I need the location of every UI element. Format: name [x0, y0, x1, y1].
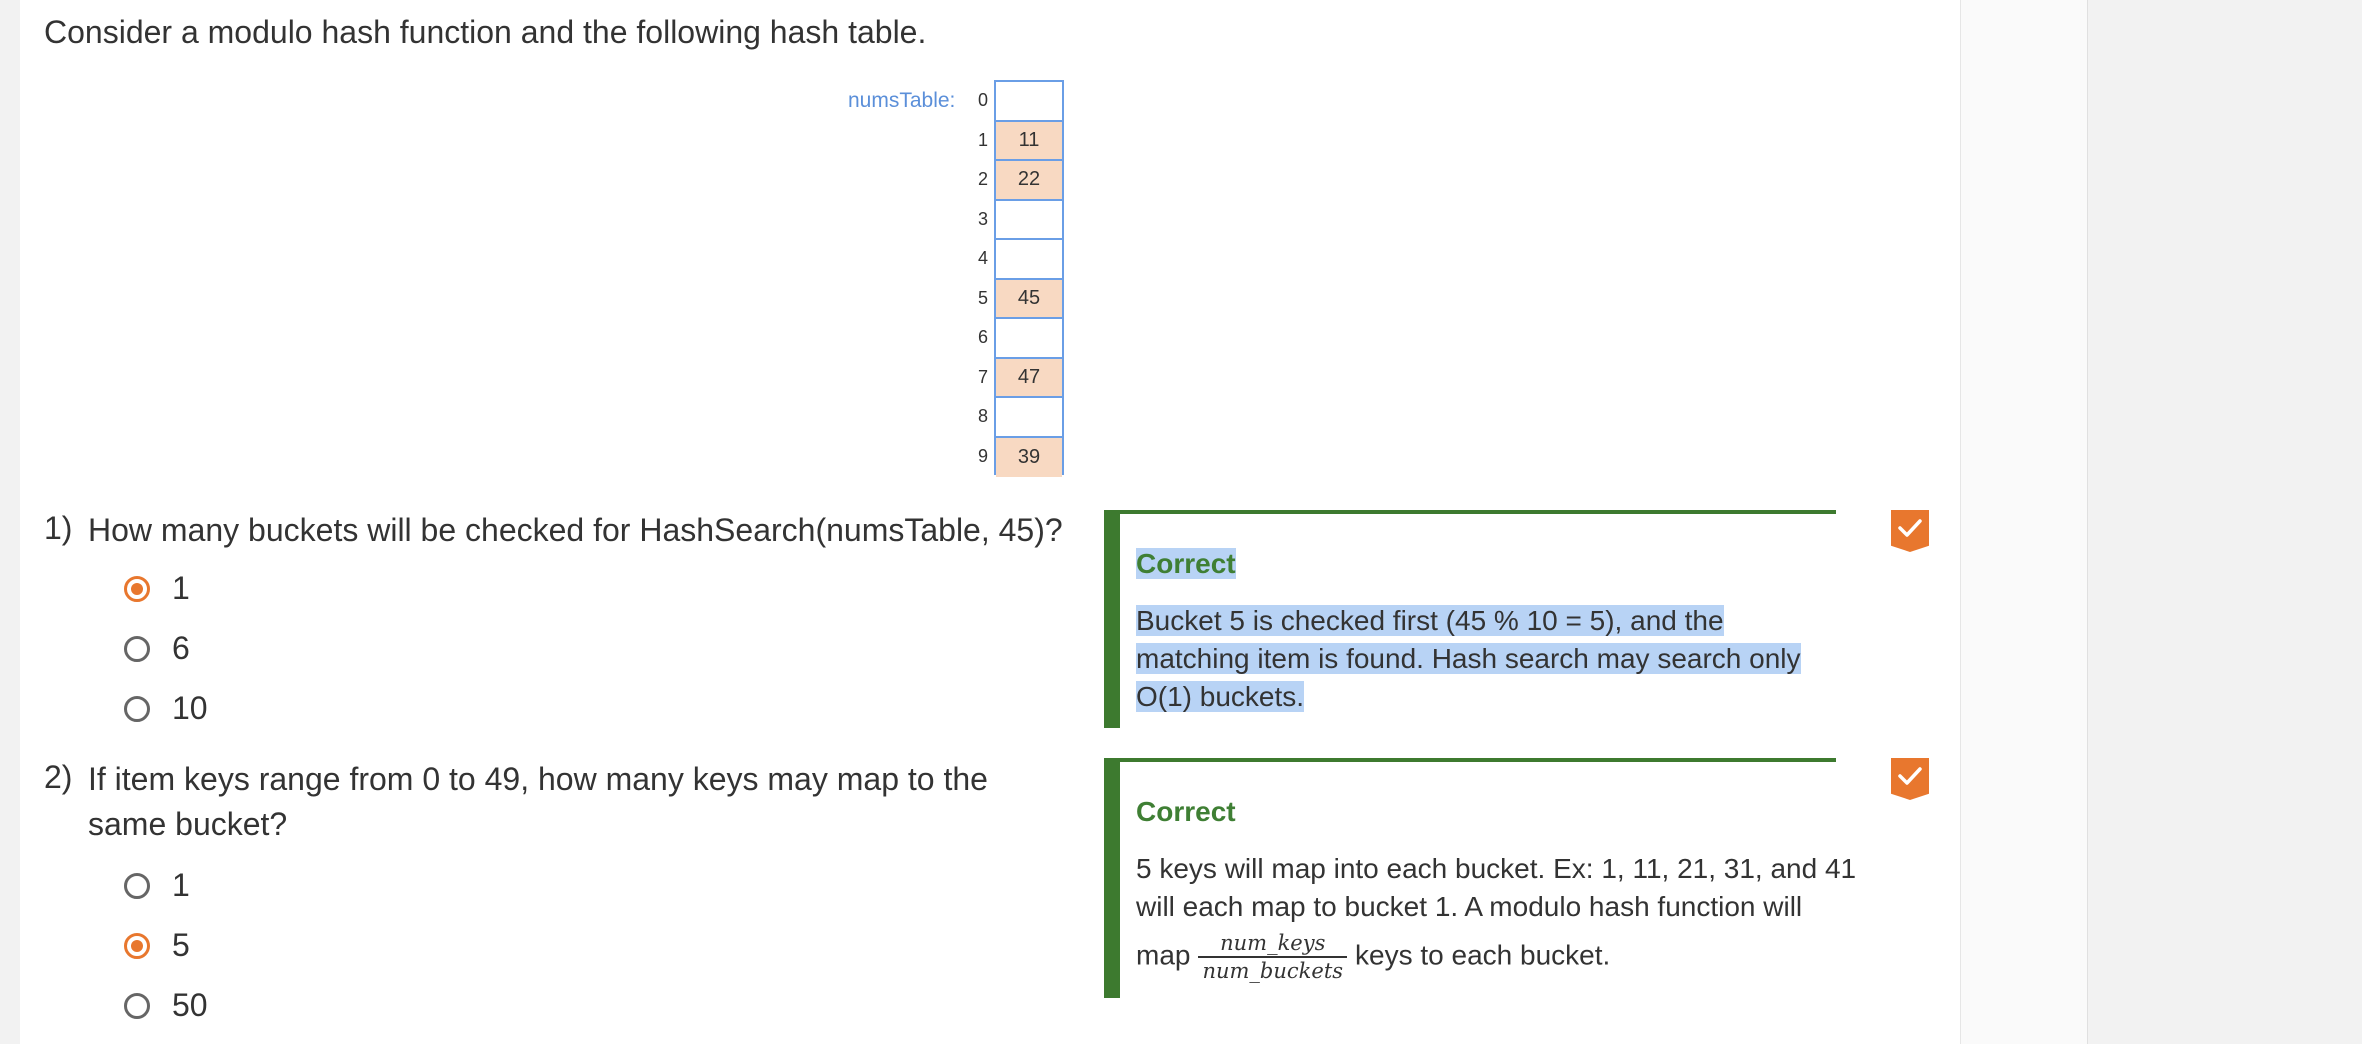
- q2-option-50[interactable]: 50: [124, 987, 208, 1024]
- q2-feedback: Correct 5 keys will map into each bucket…: [1104, 758, 1857, 998]
- option-label: 1: [172, 867, 190, 903]
- bucket-cell: [996, 240, 1062, 280]
- left-gutter: [0, 0, 20, 1044]
- radio-selected-icon[interactable]: [124, 932, 150, 959]
- bucket-index: 1: [977, 130, 988, 150]
- check-icon: [1898, 519, 1922, 537]
- feedback-status: Correct: [1136, 796, 1236, 827]
- feedback-line-1: 5 keys will map into each bucket. Ex: 1,…: [1136, 853, 1857, 884]
- bucket-cell: [996, 201, 1062, 240]
- option-label: 5: [172, 927, 190, 963]
- option-label: 6: [172, 630, 190, 666]
- bucket-index: 9: [977, 446, 988, 466]
- radio-icon[interactable]: [124, 635, 150, 662]
- bucket-index: 0: [977, 90, 988, 110]
- bucket-cell: 22: [996, 161, 1062, 201]
- feedback-map-word: map: [1136, 939, 1191, 971]
- radio-selected-icon[interactable]: [124, 575, 150, 602]
- right-side-panel: [2087, 0, 2362, 1044]
- radio-icon[interactable]: [124, 872, 150, 899]
- bucket-index: 3: [977, 209, 988, 229]
- question-1-number: 1): [44, 510, 73, 546]
- bucket-cell: 11: [996, 121, 1062, 161]
- feedback-status: Correct: [1136, 548, 1236, 579]
- bucket-cell: 45: [996, 279, 1062, 319]
- feedback-line-2: will each map to bucket 1. A modulo hash…: [1136, 891, 1803, 922]
- q1-option-10[interactable]: 10: [124, 690, 208, 727]
- bucket-cell: [996, 82, 1062, 122]
- check-icon: [1898, 767, 1922, 785]
- radio-icon[interactable]: [124, 695, 150, 722]
- feedback-text: Bucket 5 is checked first (45 % 10 = 5),…: [1136, 605, 1801, 712]
- hash-table-name: numsTable:: [848, 89, 956, 112]
- q1-option-6[interactable]: 6: [124, 630, 190, 667]
- bucket-cell: 39: [996, 437, 1062, 477]
- option-label: 1: [172, 570, 190, 606]
- bucket-index: 8: [977, 406, 988, 426]
- hash-table: 11 22 45 47 39: [994, 80, 1064, 477]
- bucket-cell: 47: [996, 358, 1062, 398]
- q1-option-1[interactable]: 1: [124, 570, 190, 607]
- bucket-index: 2: [977, 169, 988, 189]
- bucket-cell: [996, 319, 1062, 359]
- radio-icon[interactable]: [124, 992, 150, 1019]
- q2-completion-badge: [1891, 758, 1929, 800]
- bucket-index: 4: [977, 248, 988, 268]
- option-label: 50: [172, 987, 208, 1023]
- question-1-text: How many buckets will be checked for Has…: [88, 512, 1063, 548]
- question-2-line-2: same bucket?: [88, 806, 288, 842]
- bucket-index: 6: [977, 327, 988, 347]
- option-label: 10: [172, 690, 208, 726]
- bucket-index: 7: [977, 367, 988, 387]
- bucket-cell: [996, 398, 1062, 438]
- fraction-numerator: num_keys: [1198, 930, 1348, 958]
- panel-gap: [1960, 0, 2088, 1044]
- fraction-denominator: num_buckets: [1202, 959, 1344, 983]
- q2-option-5[interactable]: 5: [124, 927, 190, 964]
- bucket-index: 5: [977, 288, 988, 308]
- feedback-text: 5 keys will map into each bucket. Ex: 1,…: [1136, 850, 1857, 984]
- q1-completion-badge: [1891, 510, 1929, 552]
- question-2-text: If item keys range from 0 to 49, how man…: [88, 757, 988, 847]
- intro-text: Consider a modulo hash function and the …: [44, 14, 927, 50]
- q2-option-1[interactable]: 1: [124, 867, 190, 904]
- question-2-number: 2): [44, 759, 73, 795]
- question-2-line-1: If item keys range from 0 to 49, how man…: [88, 761, 988, 797]
- q1-feedback: Correct Bucket 5 is checked first (45 % …: [1104, 510, 1836, 728]
- feedback-end-text: keys to each bucket.: [1355, 939, 1611, 971]
